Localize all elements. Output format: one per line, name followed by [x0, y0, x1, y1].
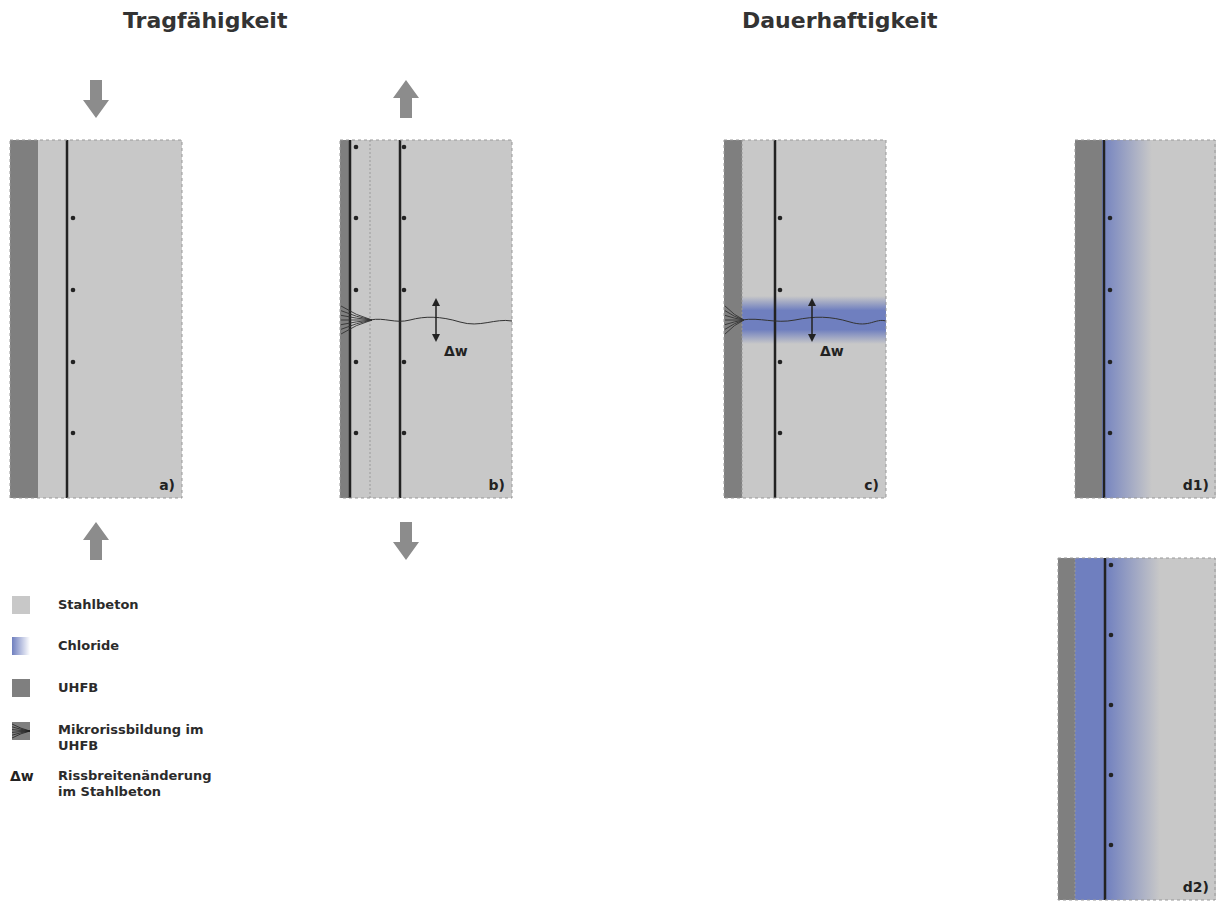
- section-heading: Tragfähigkeit: [123, 8, 287, 33]
- legend-swatch: [12, 637, 30, 655]
- panel-label: c): [864, 477, 879, 493]
- panel-b-art: [340, 80, 512, 560]
- crack-width-label: Δw: [820, 343, 844, 359]
- panel: d2): [1058, 558, 1216, 900]
- panel: a): [10, 140, 182, 498]
- legend-label: Chloride: [58, 638, 208, 654]
- legend-label: UHFB: [58, 680, 208, 696]
- panel-a-art: [10, 80, 182, 560]
- panel-label: d2): [1183, 879, 1209, 895]
- section-heading: Dauerhaftigkeit: [742, 8, 937, 33]
- panel: b): [340, 140, 512, 498]
- microcrack-sample: [12, 722, 30, 740]
- panel-label: a): [159, 477, 175, 493]
- panel-c-art: [724, 140, 886, 498]
- legend-label: Mikrorissbildung im UHFB: [58, 722, 208, 755]
- panel-label: b): [489, 477, 505, 493]
- panel-d2-art: [1058, 558, 1216, 900]
- legend-swatch: [12, 679, 30, 697]
- legend-label: Stahlbeton: [58, 597, 208, 613]
- legend-symbol: Δw: [10, 768, 34, 784]
- legend-label: Rissbreitenänderung im Stahlbeton: [58, 768, 208, 801]
- panel: d1): [1075, 140, 1216, 498]
- legend-swatch: [12, 596, 30, 614]
- crack-width-label: Δw: [444, 343, 468, 359]
- panel-d1-art: [1075, 140, 1216, 498]
- panel: c): [724, 140, 886, 498]
- panel-label: d1): [1183, 477, 1209, 493]
